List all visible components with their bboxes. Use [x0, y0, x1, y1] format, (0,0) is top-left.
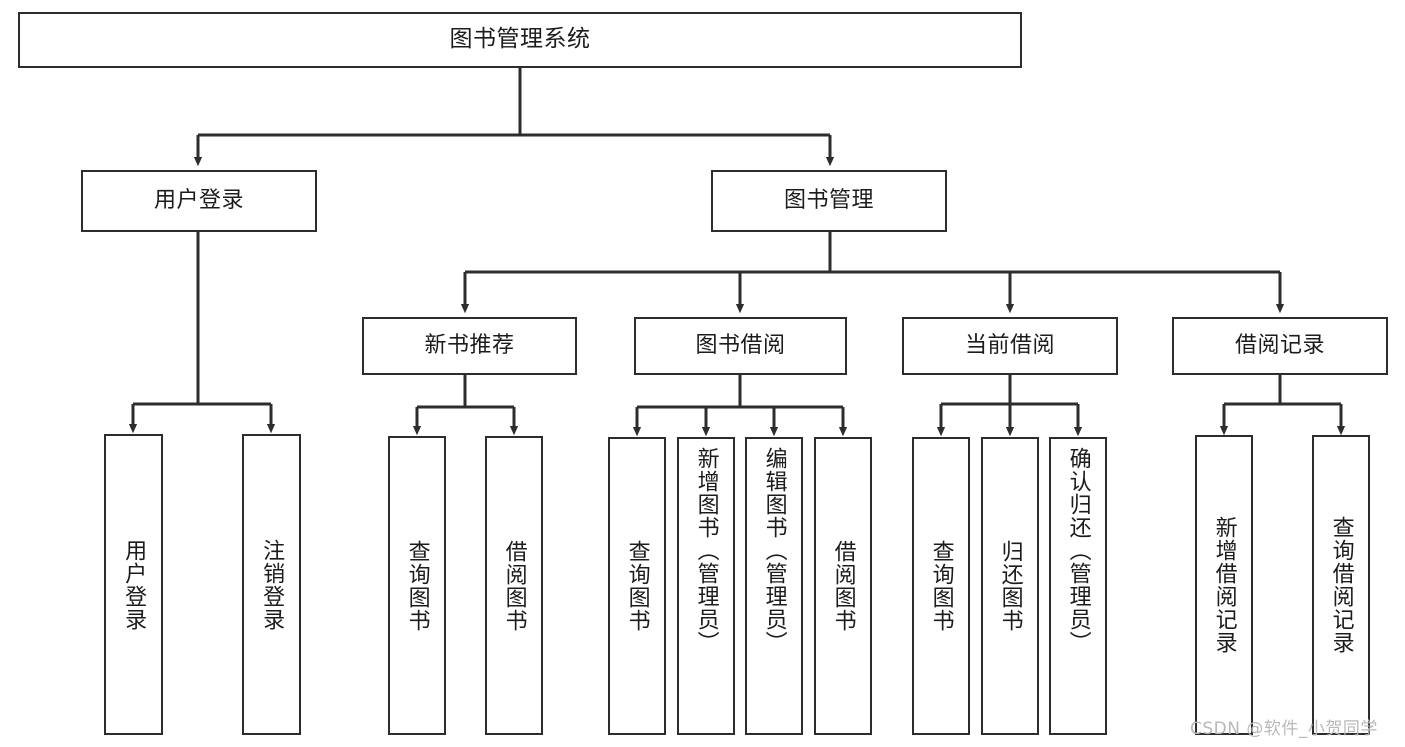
leaf-borrow-record-query[interactable]: 查询借阅记录 [1312, 435, 1370, 735]
leaf-book-borrow-add[interactable]: 新增图书（管理员） [677, 437, 735, 735]
leaf-book-borrow-borrow-label: 借阅图书 [830, 540, 856, 632]
node-root-system[interactable]: 图书管理系统 [18, 12, 1022, 68]
leaf-borrow-record-add-label: 新增借阅记录 [1211, 516, 1237, 654]
leaf-new-book-borrow[interactable]: 借阅图书 [485, 436, 543, 735]
leaf-current-borrow-confirm[interactable]: 确认归还（管理员） [1049, 437, 1107, 735]
leaf-book-borrow-edit[interactable]: 编辑图书（管理员） [745, 437, 803, 735]
node-user-login-label: 用户登录 [153, 187, 244, 213]
node-root-system-label: 图书管理系统 [449, 26, 591, 53]
node-borrow-record[interactable]: 借阅记录 [1172, 317, 1388, 375]
leaf-book-borrow-borrow[interactable]: 借阅图书 [814, 437, 872, 735]
node-book-management-label: 图书管理 [783, 187, 874, 213]
leaf-borrow-record-query-label: 查询借阅记录 [1328, 516, 1354, 654]
node-current-borrow[interactable]: 当前借阅 [902, 317, 1118, 375]
edges-new-book-to-leaves [412, 375, 519, 436]
edges-book-borrow-to-leaves [632, 375, 848, 437]
leaf-book-borrow-edit-label: 编辑图书（管理员） [761, 447, 787, 654]
node-borrow-record-label: 借阅记录 [1234, 332, 1325, 358]
edges-borrow-record-to-leaves [1219, 375, 1346, 436]
leaf-new-book-query-label: 查询图书 [404, 539, 430, 632]
node-current-borrow-label: 当前借阅 [964, 332, 1055, 358]
leaf-current-borrow-return-label: 归还图书 [997, 540, 1023, 632]
node-new-book-recommend[interactable]: 新书推荐 [362, 317, 577, 375]
edges-root-to-level2 [193, 68, 835, 167]
leaf-user-login-signout[interactable]: 注销登录 [242, 434, 301, 735]
leaf-new-book-query[interactable]: 查询图书 [388, 436, 446, 735]
leaf-book-borrow-query-label: 查询图书 [624, 540, 650, 632]
leaf-user-login-signin[interactable]: 用户登录 [104, 434, 163, 735]
node-book-borrow[interactable]: 图书借阅 [634, 317, 847, 375]
leaf-book-borrow-add-label: 新增图书（管理员） [693, 447, 719, 654]
leaf-current-borrow-return[interactable]: 归还图书 [981, 437, 1039, 735]
leaf-book-borrow-query[interactable]: 查询图书 [608, 437, 666, 735]
watermark-text: CSDN @软件_小贺同学 [1190, 719, 1378, 739]
node-book-management[interactable]: 图书管理 [711, 170, 947, 232]
leaf-current-borrow-confirm-label: 确认归还（管理员） [1065, 447, 1091, 654]
node-user-login[interactable]: 用户登录 [81, 170, 317, 232]
leaf-user-login-signin-label: 用户登录 [121, 538, 147, 631]
leaf-borrow-record-add[interactable]: 新增借阅记录 [1195, 435, 1253, 735]
leaf-current-borrow-query-label: 查询图书 [928, 540, 954, 632]
leaf-current-borrow-query[interactable]: 查询图书 [912, 437, 970, 735]
node-new-book-recommend-label: 新书推荐 [424, 332, 515, 358]
leaf-new-book-borrow-label: 借阅图书 [501, 539, 527, 632]
edges-book-mgmt-to-level3 [460, 232, 1285, 314]
edges-current-borrow-to-leaves [936, 375, 1083, 437]
edges-user-login-to-leaves [128, 232, 276, 434]
leaf-user-login-signout-label: 注销登录 [259, 538, 285, 631]
node-book-borrow-label: 图书借阅 [695, 332, 786, 358]
